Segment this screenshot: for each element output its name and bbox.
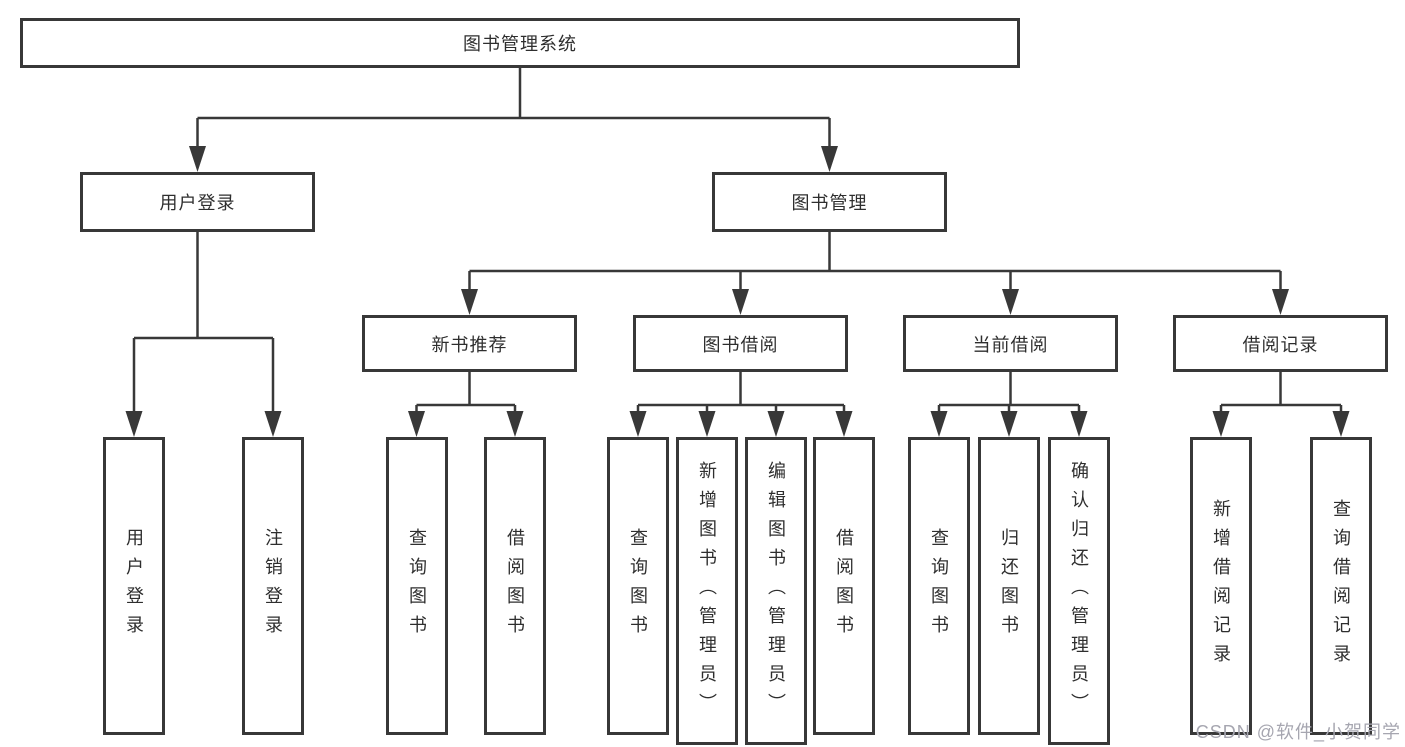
leaf-label: 新增借阅记录 (1211, 499, 1231, 673)
arrow-down-icon (698, 411, 716, 437)
connector-book-borrow-to-leaves (636, 372, 846, 431)
node-label: 图书借阅 (702, 334, 779, 355)
leaf-label: 编辑图书（管理员） (766, 460, 786, 722)
arrow-down-icon (461, 289, 478, 315)
leaf-borrow-query-books: 查询图书 (607, 437, 669, 735)
node-label: 当前借阅 (972, 334, 1049, 355)
csdn-watermark: CSDN @软件_小贺同学 (1195, 722, 1401, 742)
arrow-down-icon (1070, 411, 1088, 437)
leaf-edit-books-admin: 编辑图书（管理员） (745, 437, 807, 745)
arrow-down-icon (1272, 289, 1289, 315)
node-book-borrow: 图书借阅 (633, 315, 848, 372)
leaf-label: 查询借阅记录 (1331, 499, 1351, 673)
arrow-down-icon (930, 411, 948, 437)
leaf-query-borrow-record: 查询借阅记录 (1310, 437, 1372, 735)
node-library-management-system: 图书管理系统 (20, 18, 1020, 68)
node-label: 借阅记录 (1242, 334, 1319, 355)
connector-borrow-records-to-leaves (1219, 372, 1343, 431)
node-label: 用户登录 (159, 193, 236, 213)
node-label: 图书管理 (791, 193, 868, 213)
node-borrow-records: 借阅记录 (1173, 315, 1388, 372)
leaf-label: 归还图书 (999, 528, 1019, 644)
node-current-borrow: 当前借阅 (903, 315, 1118, 372)
node-user-login: 用户登录 (80, 172, 315, 232)
arrow-down-icon (189, 146, 206, 172)
leaf-recommend-query-books: 查询图书 (386, 437, 448, 735)
arrow-down-icon (1002, 289, 1019, 315)
arrow-down-icon (732, 289, 749, 315)
leaf-logout-login: 注销登录 (242, 437, 304, 735)
node-book-management: 图书管理 (712, 172, 947, 232)
node-new-book-recommend: 新书推荐 (362, 315, 577, 372)
connector-new-book-recommend-to-leaves (415, 372, 517, 431)
connector-book-management-to-level3 (468, 232, 1282, 309)
arrow-down-icons (125, 146, 1350, 437)
leaf-confirm-return-admin: 确认归还（管理员） (1048, 437, 1110, 745)
leaf-label: 借阅图书 (505, 528, 525, 644)
arrow-down-icon (1000, 411, 1018, 437)
arrow-down-icon (408, 411, 425, 437)
leaf-user-login: 用户登录 (103, 437, 165, 735)
leaf-label: 借阅图书 (834, 528, 854, 644)
arrow-down-icon (835, 411, 853, 437)
leaf-add-books-admin: 新增图书（管理员） (676, 437, 738, 745)
leaf-add-borrow-record: 新增借阅记录 (1190, 437, 1252, 735)
arrow-down-icon (629, 411, 647, 437)
node-label: 新书推荐 (431, 334, 508, 355)
arrow-down-icon (264, 411, 282, 437)
leaf-label: 查询图书 (929, 528, 949, 644)
arrow-down-icon (125, 411, 143, 437)
arrow-down-icon (821, 146, 838, 172)
leaf-label: 用户登录 (124, 528, 144, 644)
arrow-down-icon (767, 411, 785, 437)
leaf-return-books: 归还图书 (978, 437, 1040, 735)
leaf-label: 查询图书 (407, 528, 427, 644)
arrow-down-icon (506, 411, 524, 437)
arrow-down-icon (1212, 411, 1230, 437)
leaf-current-query-books: 查询图书 (908, 437, 970, 735)
connector-user-login-to-leaves (132, 232, 275, 431)
leaf-label: 注销登录 (263, 528, 283, 644)
leaf-label: 新增图书（管理员） (697, 460, 717, 722)
arrow-down-icon (1332, 411, 1350, 437)
node-label: 图书管理系统 (463, 34, 577, 54)
connector-root-to-level2 (196, 68, 831, 166)
leaf-label: 确认归还（管理员） (1069, 460, 1089, 722)
leaf-recommend-borrow-books: 借阅图书 (484, 437, 546, 735)
leaf-borrow-books: 借阅图书 (813, 437, 875, 735)
leaf-label: 查询图书 (628, 528, 648, 644)
